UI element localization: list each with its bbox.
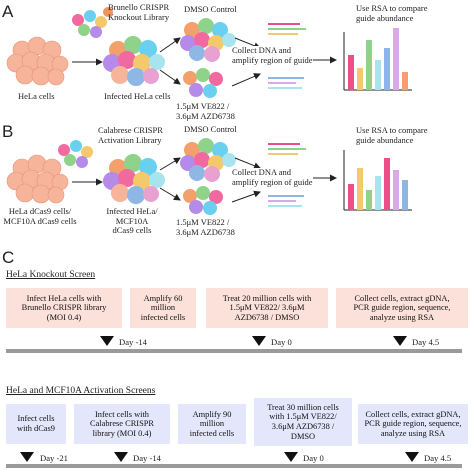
collect-label-a: Collect DNA and amplify region of guide <box>232 45 313 65</box>
bar <box>384 48 390 90</box>
dna-reads-b <box>268 143 306 207</box>
bar <box>357 168 363 210</box>
screen2-step-2: Infect cells with Calabrese CRISPR libra… <box>74 404 170 444</box>
screen2-day-2: Day -14 <box>133 453 161 463</box>
bar <box>357 68 363 90</box>
drug-label-b: 1.5μM VE822 / 3.6μM AZD6738 <box>176 217 235 237</box>
guide-abundance-chart-b <box>343 150 412 211</box>
infected-cell-cluster-b <box>103 154 165 204</box>
virus-library-icon-b <box>58 140 93 168</box>
bar <box>375 60 381 90</box>
day-marker <box>393 336 407 346</box>
bar <box>393 28 399 90</box>
panel-b-graphics <box>6 138 412 215</box>
infected-label-b: Infected HeLa/ MCF10A dCas9 cells <box>106 206 158 235</box>
bar <box>402 180 408 210</box>
bar <box>348 184 354 210</box>
virus-library-icon-a <box>72 7 113 38</box>
bar <box>366 190 372 210</box>
dmso-cell-cluster-b <box>180 138 236 182</box>
screen2-day-4: Day 4.5 <box>424 453 452 463</box>
screen2-title: HeLa and MCF10A Activation Screens <box>6 386 156 396</box>
panel-label-a: A <box>2 2 14 21</box>
day-marker <box>405 452 419 462</box>
day-marker <box>114 452 128 462</box>
panel-label-b: B <box>2 122 14 141</box>
bar <box>402 72 408 90</box>
cells-label-b: HeLa dCas9 cells/ MCF10A dCas9 cells <box>3 206 77 226</box>
screen2-day-3: Day 0 <box>303 453 324 463</box>
bar <box>348 55 354 90</box>
screen1-step-2: Amplify 60 million infected cells <box>130 288 196 328</box>
screen1-day-3: Day 4.5 <box>412 337 440 347</box>
day-marker <box>284 452 298 462</box>
bar <box>384 158 390 210</box>
screen2-day-1: Day -21 <box>40 453 68 463</box>
dna-reads-a <box>268 23 306 89</box>
day-marker <box>20 452 34 462</box>
screen2-step-3: Amplify 90 million infected cells <box>178 404 246 444</box>
hela-cell-cluster-a <box>6 36 69 86</box>
screen2-step-1: Infect cells with dCas9 <box>6 404 66 444</box>
drug-cell-cluster-b <box>183 186 223 215</box>
dmso-label-b: DMSO Control <box>184 124 237 134</box>
collect-label-b: Collect DNA and amplify region of guide <box>232 167 313 187</box>
cells-label-a: HeLa cells <box>18 91 55 101</box>
infected-label-a: Infected HeLa cells <box>104 91 171 101</box>
day-marker <box>252 336 266 346</box>
screen1-step-4: Collect cells, extract gDNA, PCR guide r… <box>336 288 468 328</box>
screen2-step-4: Treat 30 million cells with 1.5μM VE822/… <box>254 398 352 446</box>
screen1-day-1: Day -14 <box>119 337 147 347</box>
screen1-title: HeLa Knockout Screen <box>6 270 96 280</box>
infected-cell-cluster-a <box>103 36 165 86</box>
screen1-step-1: Infect HeLa cells with Brunello CRISPR l… <box>6 288 122 328</box>
drug-cell-cluster-a <box>183 68 223 98</box>
screen1-step-3: Treat 20 million cells with 1.5μM VE822/… <box>206 288 328 328</box>
dmso-label-a: DMSO Control <box>184 4 237 14</box>
timeline-2 <box>6 452 462 468</box>
rsa-label-b: Use RSA to compare guide abundance <box>356 125 428 145</box>
timeline-1 <box>6 336 462 353</box>
bar <box>393 170 399 210</box>
rsa-label-a: Use RSA to compare guide abundance <box>356 3 428 23</box>
bar <box>375 176 381 210</box>
guide-abundance-chart-a <box>343 28 412 91</box>
drug-label-a: 1.5μM VE822 / 3.6μM AZD6738 <box>176 101 235 121</box>
panel-label-c: C <box>2 248 15 267</box>
screen1-day-2: Day 0 <box>271 337 292 347</box>
day-marker <box>100 336 114 346</box>
dmso-cell-cluster-a <box>180 18 236 62</box>
panel-a-graphics <box>6 7 412 98</box>
library-label-b: Calabrese CRISPR Activation Library <box>98 125 163 145</box>
hela-cell-cluster-b <box>6 154 69 204</box>
bar <box>366 40 372 90</box>
screen2-step-5: Collect cells, extract gDNA, PCR guide r… <box>358 404 468 444</box>
library-label-a: Brunello CRISPR Knockout Library <box>108 2 170 22</box>
